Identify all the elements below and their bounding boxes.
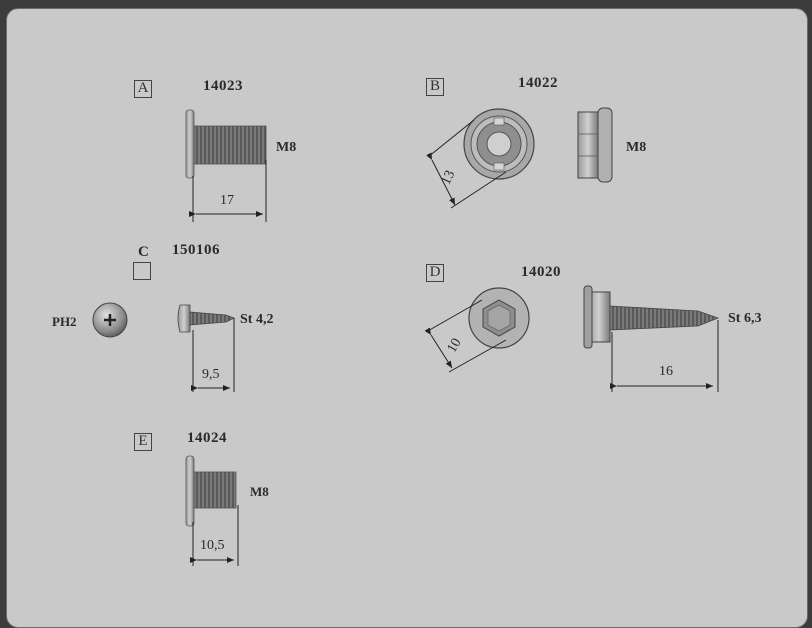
part-a-screw — [185, 109, 267, 222]
part-e-length: 10,5 — [200, 538, 225, 553]
part-d-code: 14020 — [521, 264, 561, 280]
part-c-code: 150106 — [172, 242, 220, 258]
part-c-screw — [92, 302, 235, 392]
part-d-hex-screw — [424, 285, 720, 392]
part-d-length: 16 — [659, 364, 673, 379]
part-c-drive: PH2 — [52, 314, 77, 329]
part-b-flange-nut — [426, 107, 613, 209]
part-c-checkbox — [133, 262, 151, 280]
part-b-code: 14022 — [518, 75, 558, 91]
part-c-thread: St 4,2 — [240, 312, 274, 327]
part-d-thread: St 6,3 — [728, 311, 762, 326]
part-d-letter: D — [426, 264, 444, 282]
part-e-code: 14024 — [187, 430, 227, 446]
part-c-letter: C — [138, 244, 149, 260]
part-a-thread: M8 — [276, 140, 297, 155]
part-c-length: 9,5 — [202, 367, 220, 382]
part-b-letter: B — [426, 78, 444, 96]
part-b-thread: M8 — [626, 140, 647, 155]
part-e-screw — [185, 455, 239, 566]
part-a-length: 17 — [220, 193, 234, 208]
part-e-letter: E — [134, 433, 152, 451]
part-a-letter: A — [134, 80, 152, 98]
part-a-code: 14023 — [203, 78, 243, 94]
part-e-thread: M8 — [250, 484, 269, 499]
